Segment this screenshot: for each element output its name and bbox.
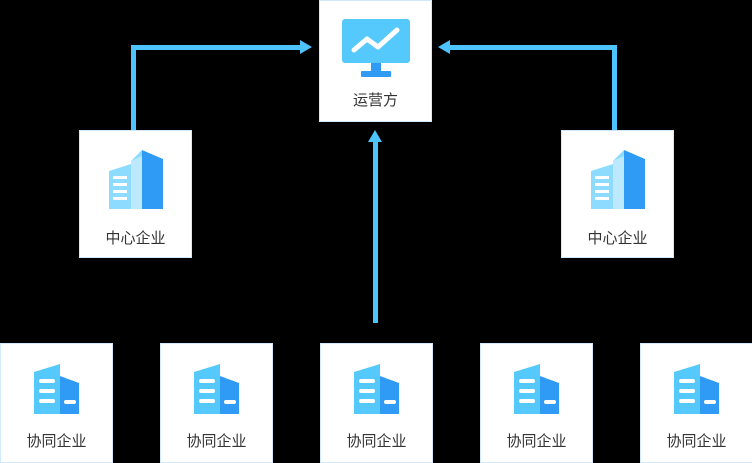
factory-building-icon (667, 362, 727, 420)
node-collab-enterprise-2-label: 协同企业 (186, 432, 247, 450)
node-operator-label: 运营方 (352, 91, 398, 109)
monitor-chart-icon (340, 17, 412, 79)
node-collab-enterprise-2[interactable]: 协同企业 (160, 343, 273, 463)
connector-left-vertical (131, 45, 136, 130)
factory-building-icon (347, 362, 407, 420)
connector-left-horizontal (131, 45, 303, 50)
factory-building-icon (507, 362, 567, 420)
connector-right-vertical (612, 45, 617, 130)
office-building-icon (101, 147, 171, 215)
factory-building-icon (187, 362, 247, 420)
node-collab-enterprise-3[interactable]: 协同企业 (320, 343, 433, 463)
factory-building-icon (27, 362, 87, 420)
node-collab-enterprise-4-label: 协同企业 (506, 432, 567, 450)
node-center-enterprise-left-label: 中心企业 (105, 229, 166, 247)
node-collab-enterprise-1-label: 协同企业 (26, 432, 87, 450)
node-center-enterprise-right-label: 中心企业 (587, 229, 648, 247)
office-building-icon (583, 147, 653, 215)
node-collab-enterprise-1[interactable]: 协同企业 (0, 343, 113, 463)
arrow-right-icon (300, 40, 312, 54)
node-collab-enterprise-5[interactable]: 协同企业 (640, 343, 752, 463)
connector-right-horizontal (450, 45, 617, 50)
arrow-left-icon (438, 40, 450, 54)
connector-middle-vertical (373, 140, 378, 323)
node-collab-enterprise-3-label: 协同企业 (346, 432, 407, 450)
node-center-enterprise-right[interactable]: 中心企业 (561, 130, 674, 258)
arrow-up-icon (368, 130, 382, 142)
node-center-enterprise-left[interactable]: 中心企业 (79, 130, 192, 258)
node-collab-enterprise-4[interactable]: 协同企业 (480, 343, 593, 463)
node-operator[interactable]: 运营方 (319, 0, 432, 122)
node-collab-enterprise-5-label: 协同企业 (666, 432, 727, 450)
